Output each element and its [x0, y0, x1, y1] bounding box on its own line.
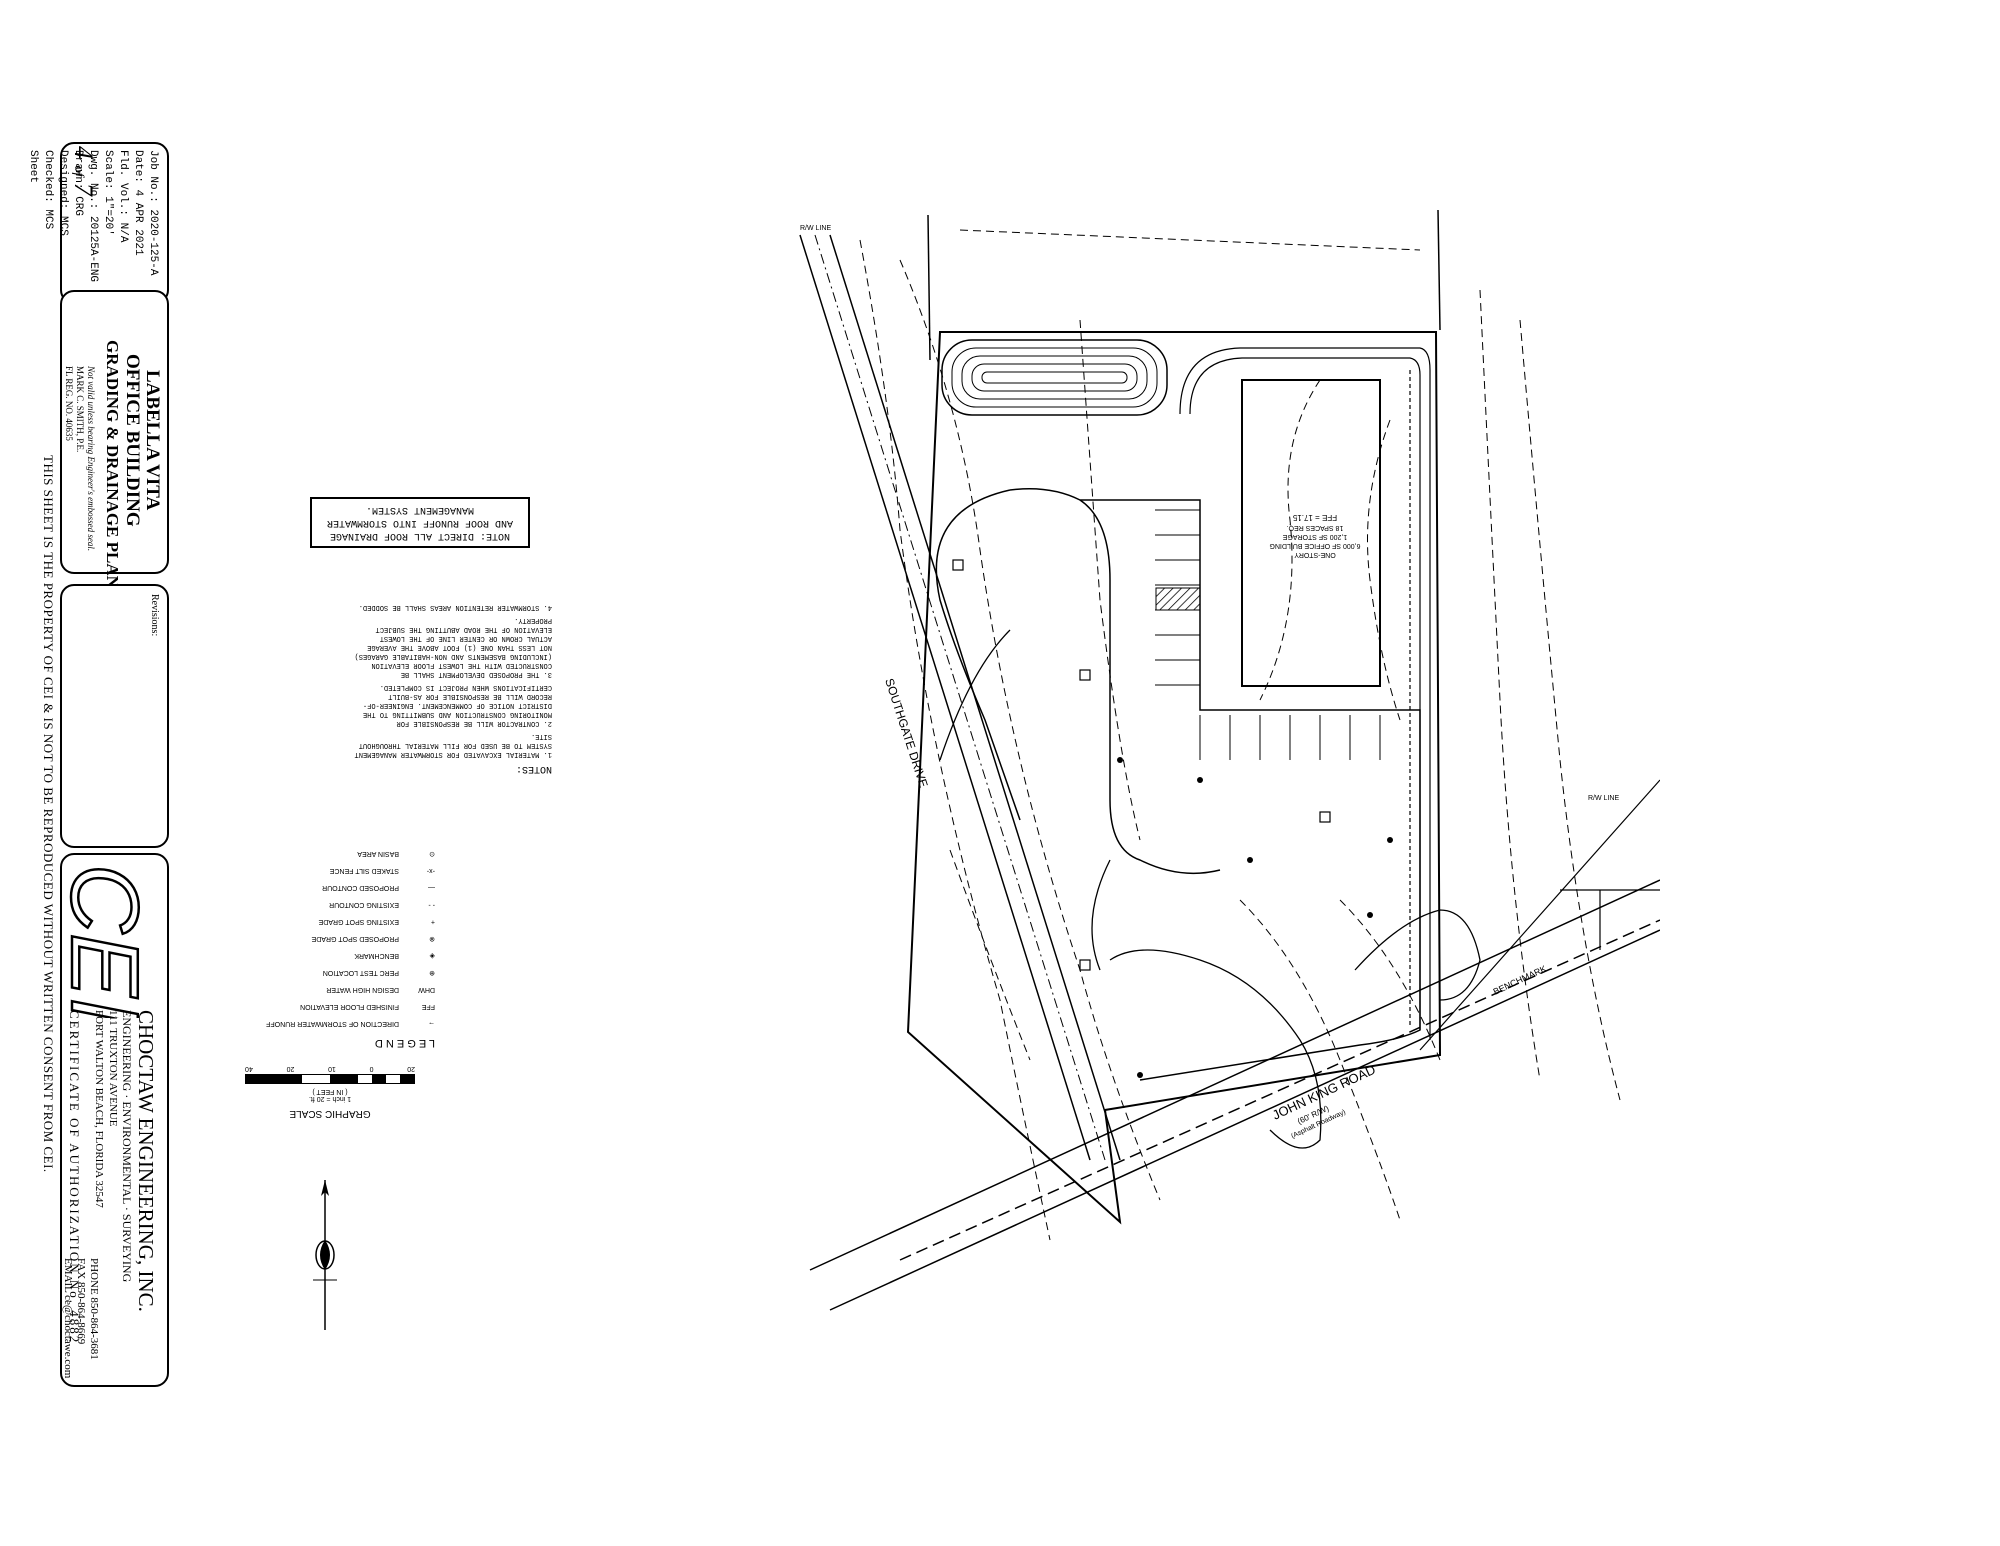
note-item-1: 1. MATERIAL EXCAVATED FOR STORMWATER MAN… [354, 732, 552, 758]
adjacent-parcel-lines [1419, 779, 1660, 1051]
office-building [1241, 379, 1381, 687]
project-box [60, 290, 169, 574]
project-title: LABELLA VITA OFFICE BUILDING GRADING & D… [102, 340, 163, 588]
project-title-line-3: GRADING & DRAINAGE PLAN [103, 340, 122, 588]
svg-text:6,000 SF OFFICE BUILDING: 6,000 SF OFFICE BUILDING [1269, 542, 1360, 549]
company-certificate: CERTIFICATE OF AUTHORIZATION No. 4882 [67, 1010, 82, 1345]
sheet-total: 7 [69, 182, 98, 196]
graphic-scale-ratio: 1 inch = 20 ft. [308, 1095, 352, 1102]
legend-heading: L E G E N D [374, 1037, 435, 1049]
company-address-1: 111 TRUXTON AVENUE [107, 1010, 119, 1127]
legend-item: —PROPOSED CONTOUR [322, 884, 435, 891]
row-line-right [1437, 209, 1441, 331]
roof-note-line-1: NOTE: DIRECT ALL ROOF DRAINAGE [329, 530, 511, 541]
fld-vol: Fld. Vol.: N/A [117, 150, 129, 243]
svg-text:FFE = 17.15: FFE = 17.15 [1292, 513, 1337, 522]
benchmark-label: BENCHMARK [1492, 963, 1548, 996]
legend-item: ⊗PROPOSED SPOT GRADE [311, 935, 435, 942]
graphic-scale-heading: GRAPHIC SCALE [289, 1108, 371, 1119]
notes-block: NOTES: 1. MATERIAL EXCAVATED FOR STORMWA… [352, 602, 552, 774]
spot-grade-icons [1117, 757, 1393, 1078]
note-item-4: 4. STORMWATER RETENTION AREAS SHALL BE S… [358, 603, 552, 611]
company-name: CHOCTAW ENGINEERING, INC. [134, 1010, 158, 1312]
cei-logo-text: CEI [62, 864, 158, 1018]
company-services: ENGINEERING · ENVIRONMENTAL · SURVEYING [120, 1010, 134, 1283]
roof-note-line-2: AND ROOF RUNOFF INTO STORMWATER [326, 517, 514, 528]
engineer-reg-no: FL REG. NO. 40635 [64, 366, 74, 441]
legend-item: - -EXISTING CONTOUR [329, 901, 435, 908]
company-box [60, 853, 169, 1387]
scale-bar [245, 1074, 415, 1084]
legend-block: L E G E N D →DIRECTION OF STORMWATER RUN… [245, 845, 435, 1051]
note-item-3: 3. THE PROPOSED DEVELOPMENT SHALL BE CON… [354, 616, 552, 678]
notes-heading: NOTES: [515, 763, 552, 774]
cei-logo: CEI [62, 863, 159, 1018]
existing-contours [859, 229, 1621, 1241]
date: Date: 4 APR 2021 [132, 150, 144, 256]
southgate-drive [799, 234, 1121, 1161]
svg-text:1,200 SF STORAGE: 1,200 SF STORAGE [1282, 533, 1347, 540]
svg-text:18 SPACES REQ.: 18 SPACES REQ. [1287, 524, 1344, 531]
roof-note-line-3: MANAGEMENT SYSTEM. [365, 504, 475, 515]
note-item-2: 2. CONTRACTOR WILL BE RESPONSIBLE FOR MO… [362, 683, 552, 727]
legend-item: FFEFINISHED FLOOR ELEVATION [300, 1003, 435, 1010]
north-arrow-icon [313, 1180, 337, 1330]
project-title-line-1: LABELLA VITA [142, 370, 163, 511]
legend-item: →DIRECTION OF STORMWATER RUNOFF [266, 1020, 435, 1027]
handicap-stall-hatch [1155, 587, 1201, 611]
checked: Checked: MCS [42, 150, 54, 230]
legend-item: ⊙BASIN AREA [357, 850, 435, 857]
sheet-info-box [60, 142, 169, 304]
retention-swale [1179, 347, 1431, 1040]
sheet-number: 4 [69, 146, 98, 159]
legend-item: DHWDESIGN HIGH WATER [326, 986, 435, 993]
legend-item: -x-STAKED SILT FENCE [329, 867, 435, 874]
rw-label-top: R/W LINE [800, 225, 831, 232]
retention-pond [941, 339, 1168, 416]
legend-item: +EXISTING SPOT GRADE [318, 918, 435, 925]
basin-outlines [939, 629, 1481, 1149]
property-notice: THIS SHEET IS THE PROPERTY OF CEI & IS N… [41, 455, 56, 1173]
engineer-name: MARK C. SMITH, P.E. [75, 366, 85, 453]
revisions-box [60, 584, 169, 848]
legend-item: ◈BENCHMARK [354, 952, 435, 959]
sheet-number-group: 4 of 7 [68, 146, 98, 196]
inlet-icons [952, 559, 1331, 971]
job-no: Job No.: 2020-125-A [147, 150, 159, 276]
southgate-drive-centerline [814, 234, 1106, 1161]
john-king-road [809, 879, 1660, 1311]
seal-note: Not valid unless bearing Engineer's embo… [63, 366, 96, 551]
sheet-of: of [71, 165, 86, 177]
revisions-label: Revisions: [149, 594, 160, 637]
scale: Scale: 1"=20' [102, 150, 114, 236]
rw-label-right: R/W LINE [1588, 795, 1619, 802]
roof-note: NOTE: DIRECT ALL ROOF DRAINAGE AND ROOF … [310, 497, 530, 548]
graphic-scale: GRAPHIC SCALE 1 inch = 20 ft. ( IN FEET … [240, 1065, 420, 1119]
seal-note-text: Not valid unless bearing Engineer's embo… [86, 366, 96, 552]
building-label: ONE-STORY 6,000 SF OFFICE BUILDING 1,200… [1269, 513, 1360, 558]
graphic-scale-unit: ( IN FEET ) [312, 1088, 348, 1095]
svg-text:ONE-STORY: ONE-STORY [1294, 551, 1336, 558]
legend-item: ⊕PERC TEST LOCATION [322, 969, 435, 976]
project-title-line-2: OFFICE BUILDING [122, 354, 143, 527]
company-phone: PHONE 850-864-3681 [88, 1258, 100, 1360]
company-info: CHOCTAW ENGINEERING, INC. ENGINEERING · … [92, 1010, 158, 1312]
site-plan: ONE-STORY 6,000 SF OFFICE BUILDING 1,200… [799, 209, 1660, 1311]
sheet-label: Sheet [27, 150, 39, 184]
